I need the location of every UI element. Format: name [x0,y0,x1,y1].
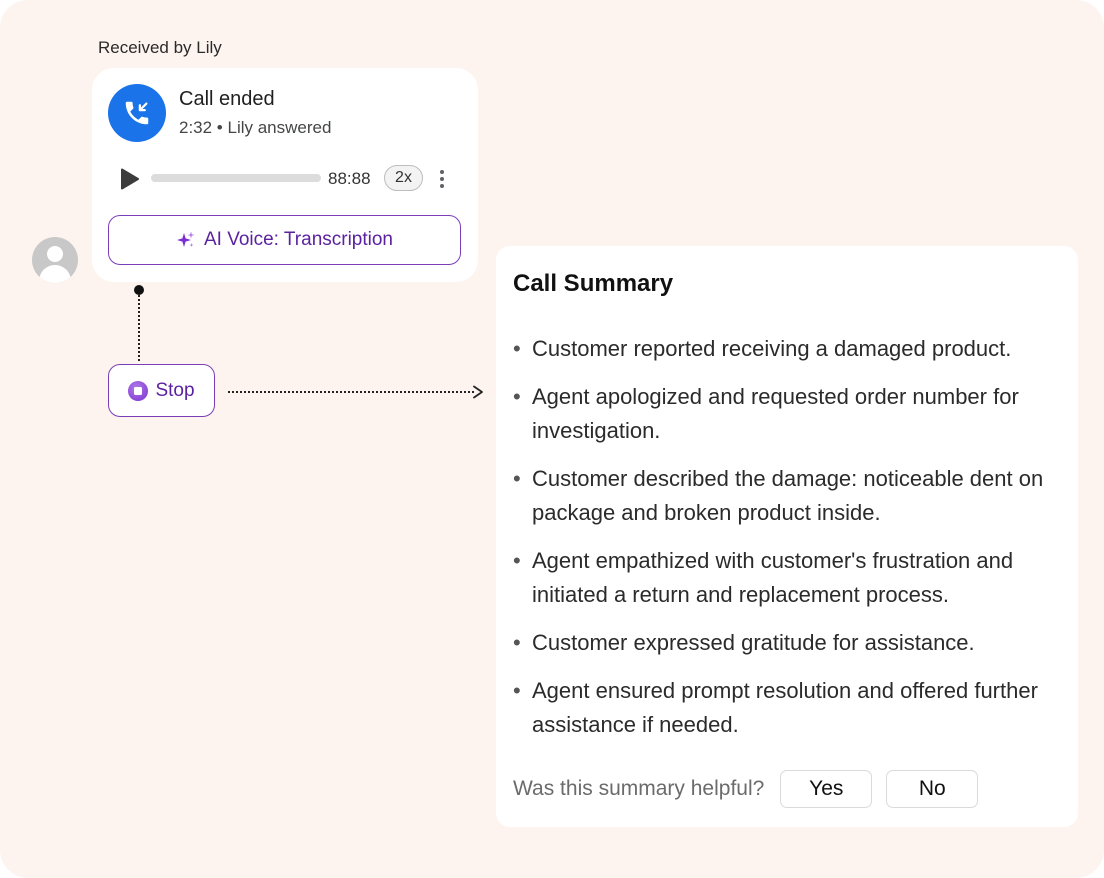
summary-title: Call Summary [513,270,674,297]
call-title: Call ended [179,88,275,110]
list-item: •Agent apologized and requested order nu… [513,384,1019,443]
call-summary-card: Call Summary •Customer reported receivin… [496,246,1078,827]
ai-transcription-label: AI Voice: Transcription [203,229,394,250]
incoming-call-icon [108,84,166,142]
call-meta: 2:32 • Lily answered [179,118,332,137]
audio-player: 88:88 2x [118,164,463,194]
connector-line-vertical [138,295,140,361]
progress-track[interactable] [151,174,321,182]
received-by-label: Received by Lily [98,38,222,57]
yes-button[interactable]: Yes [780,770,873,808]
stop-button[interactable]: Stop [108,364,215,417]
connector-arrow-line [228,391,474,393]
avatar-head [47,246,63,262]
arrow-right-icon [473,385,483,399]
call-card: Call ended 2:32 • Lily answered 88:88 2x… [92,68,478,282]
stop-icon [128,380,149,401]
playback-speed-button[interactable]: 2x [384,165,423,191]
list-item: •Agent ensured prompt resolution and off… [513,678,1038,737]
feedback-question: Was this summary helpful? [513,777,765,800]
sparkle-icon [176,231,195,247]
list-item: •Customer described the damage: noticeab… [513,466,1044,525]
list-item: •Customer reported receiving a damaged p… [513,336,1012,361]
playback-time: 88:88 [328,169,371,188]
more-options-icon[interactable] [434,165,450,193]
play-button[interactable] [118,167,142,191]
avatar-body [39,265,71,283]
avatar [32,237,78,283]
summary-list: •Customer reported receiving a damaged p… [513,332,1073,756]
ai-transcription-button[interactable]: AI Voice: Transcription [108,215,461,265]
no-button[interactable]: No [886,770,979,808]
list-item: •Customer expressed gratitude for assist… [513,630,975,655]
play-icon [121,168,139,190]
feedback-row: Was this summary helpful? Yes No [513,770,979,808]
stop-label: Stop [155,379,195,401]
connector-dot [134,285,144,295]
list-item: •Agent empathized with customer's frustr… [513,548,1014,607]
